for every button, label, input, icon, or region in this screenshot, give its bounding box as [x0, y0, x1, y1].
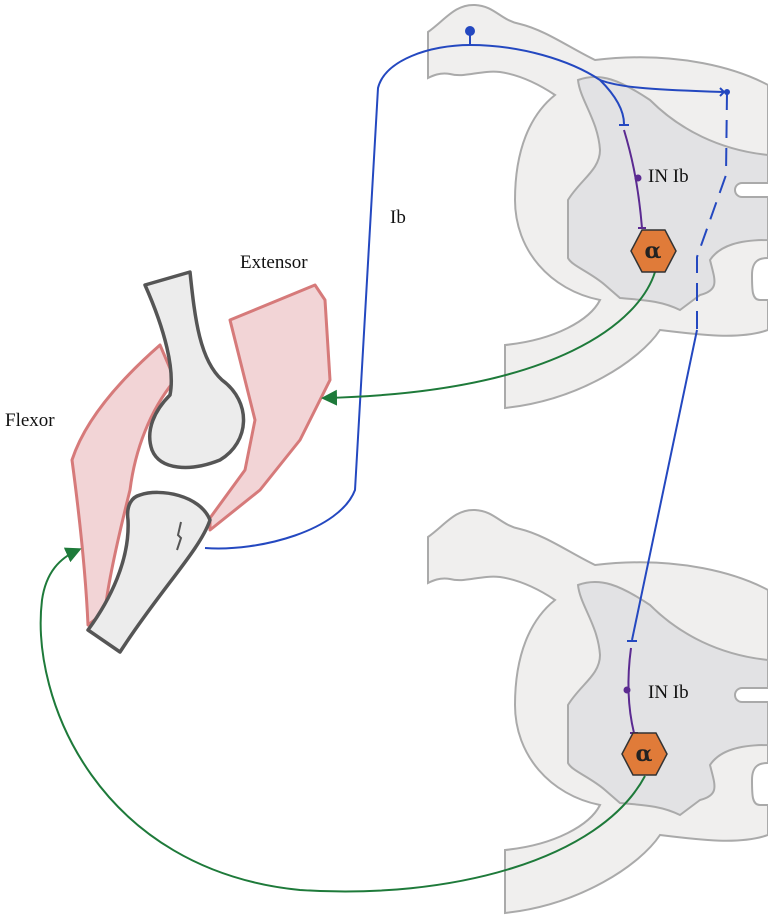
flexor-label: Flexor	[5, 410, 55, 431]
alpha-motoneuron-upper: α	[630, 229, 677, 273]
ib-terminal-dot	[724, 89, 730, 95]
interneuron-soma-lower	[623, 686, 631, 694]
upper-bone	[143, 270, 246, 470]
spinal-cord-segment-lower	[427, 508, 768, 914]
bone-crack	[176, 521, 183, 551]
spinal-cord-segment-upper	[427, 3, 768, 410]
interneuron-ib-upper	[623, 129, 646, 229]
extensor-label: Extensor	[240, 252, 308, 273]
motor-axon-extensor	[321, 271, 656, 406]
interneuron-soma-upper	[634, 174, 642, 182]
interneuron-label-lower: IN Ib	[648, 682, 689, 703]
interneuron-label-upper: IN Ib	[648, 166, 689, 187]
dorsal-root-ganglion	[465, 26, 475, 36]
alpha-label-lower: α	[636, 741, 653, 767]
ib-fiber-label: Ib	[390, 207, 406, 228]
alpha-label-upper: α	[645, 238, 662, 264]
flexor-muscle	[70, 343, 177, 627]
alpha-motoneuron-lower: α	[621, 732, 668, 776]
motor-axon-flexor	[39, 547, 646, 893]
extensor-muscle	[208, 283, 332, 532]
ib-afferent-fiber	[204, 32, 728, 642]
